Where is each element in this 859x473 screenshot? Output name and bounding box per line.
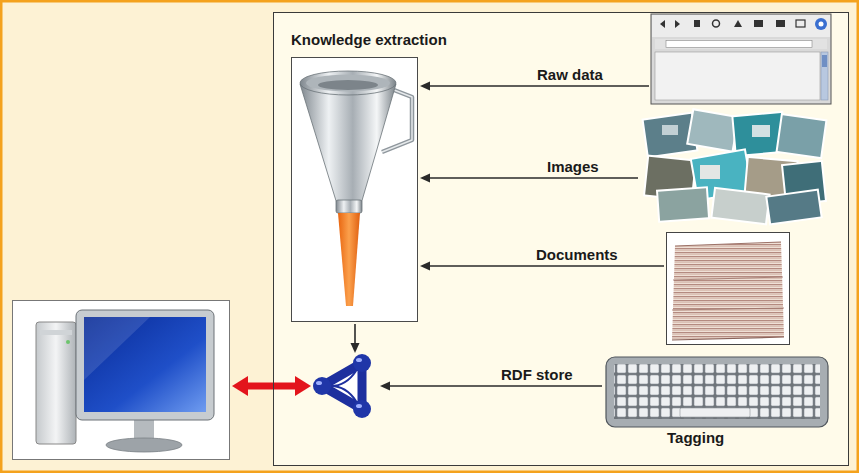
edge-label: Raw data <box>537 66 603 84</box>
image-collage <box>640 110 830 226</box>
arrowhead <box>420 82 430 91</box>
computer <box>12 300 230 460</box>
rdf-logo-illustration <box>313 354 371 418</box>
connector <box>389 385 602 387</box>
edge-label: Images <box>547 158 599 176</box>
arrowhead <box>351 343 360 353</box>
computer-illustration <box>12 300 230 460</box>
arrowhead <box>420 174 430 183</box>
document-stack <box>666 232 790 345</box>
connector <box>429 177 638 179</box>
connector-group <box>351 324 360 353</box>
arrowhead <box>295 376 311 396</box>
funnel-illustration <box>291 57 418 322</box>
arrowhead <box>380 382 390 391</box>
connector-group <box>232 376 311 396</box>
panel-ground <box>273 12 849 466</box>
connector <box>429 85 649 87</box>
connector <box>429 265 664 267</box>
extraction-box: Knowledge extraction <box>291 57 418 322</box>
rdf-logo <box>313 355 378 418</box>
arrowhead <box>420 262 430 271</box>
browser-illustration <box>651 14 831 104</box>
browser-window <box>651 14 831 104</box>
node-heading: Knowledge extraction <box>291 31 418 49</box>
arrowhead <box>232 376 248 396</box>
connector <box>247 383 296 390</box>
connector-group <box>420 82 649 91</box>
edge-label: RDF store <box>501 366 573 384</box>
keyboard-illustration <box>606 357 828 427</box>
image-collage-illustration <box>643 109 827 224</box>
keyboard: Tagging <box>604 355 838 450</box>
edge-label: Documents <box>536 246 618 264</box>
document-stack-illustration <box>666 232 790 345</box>
connector-group <box>420 174 638 183</box>
connector <box>354 324 356 344</box>
node-label: Tagging <box>667 429 838 447</box>
